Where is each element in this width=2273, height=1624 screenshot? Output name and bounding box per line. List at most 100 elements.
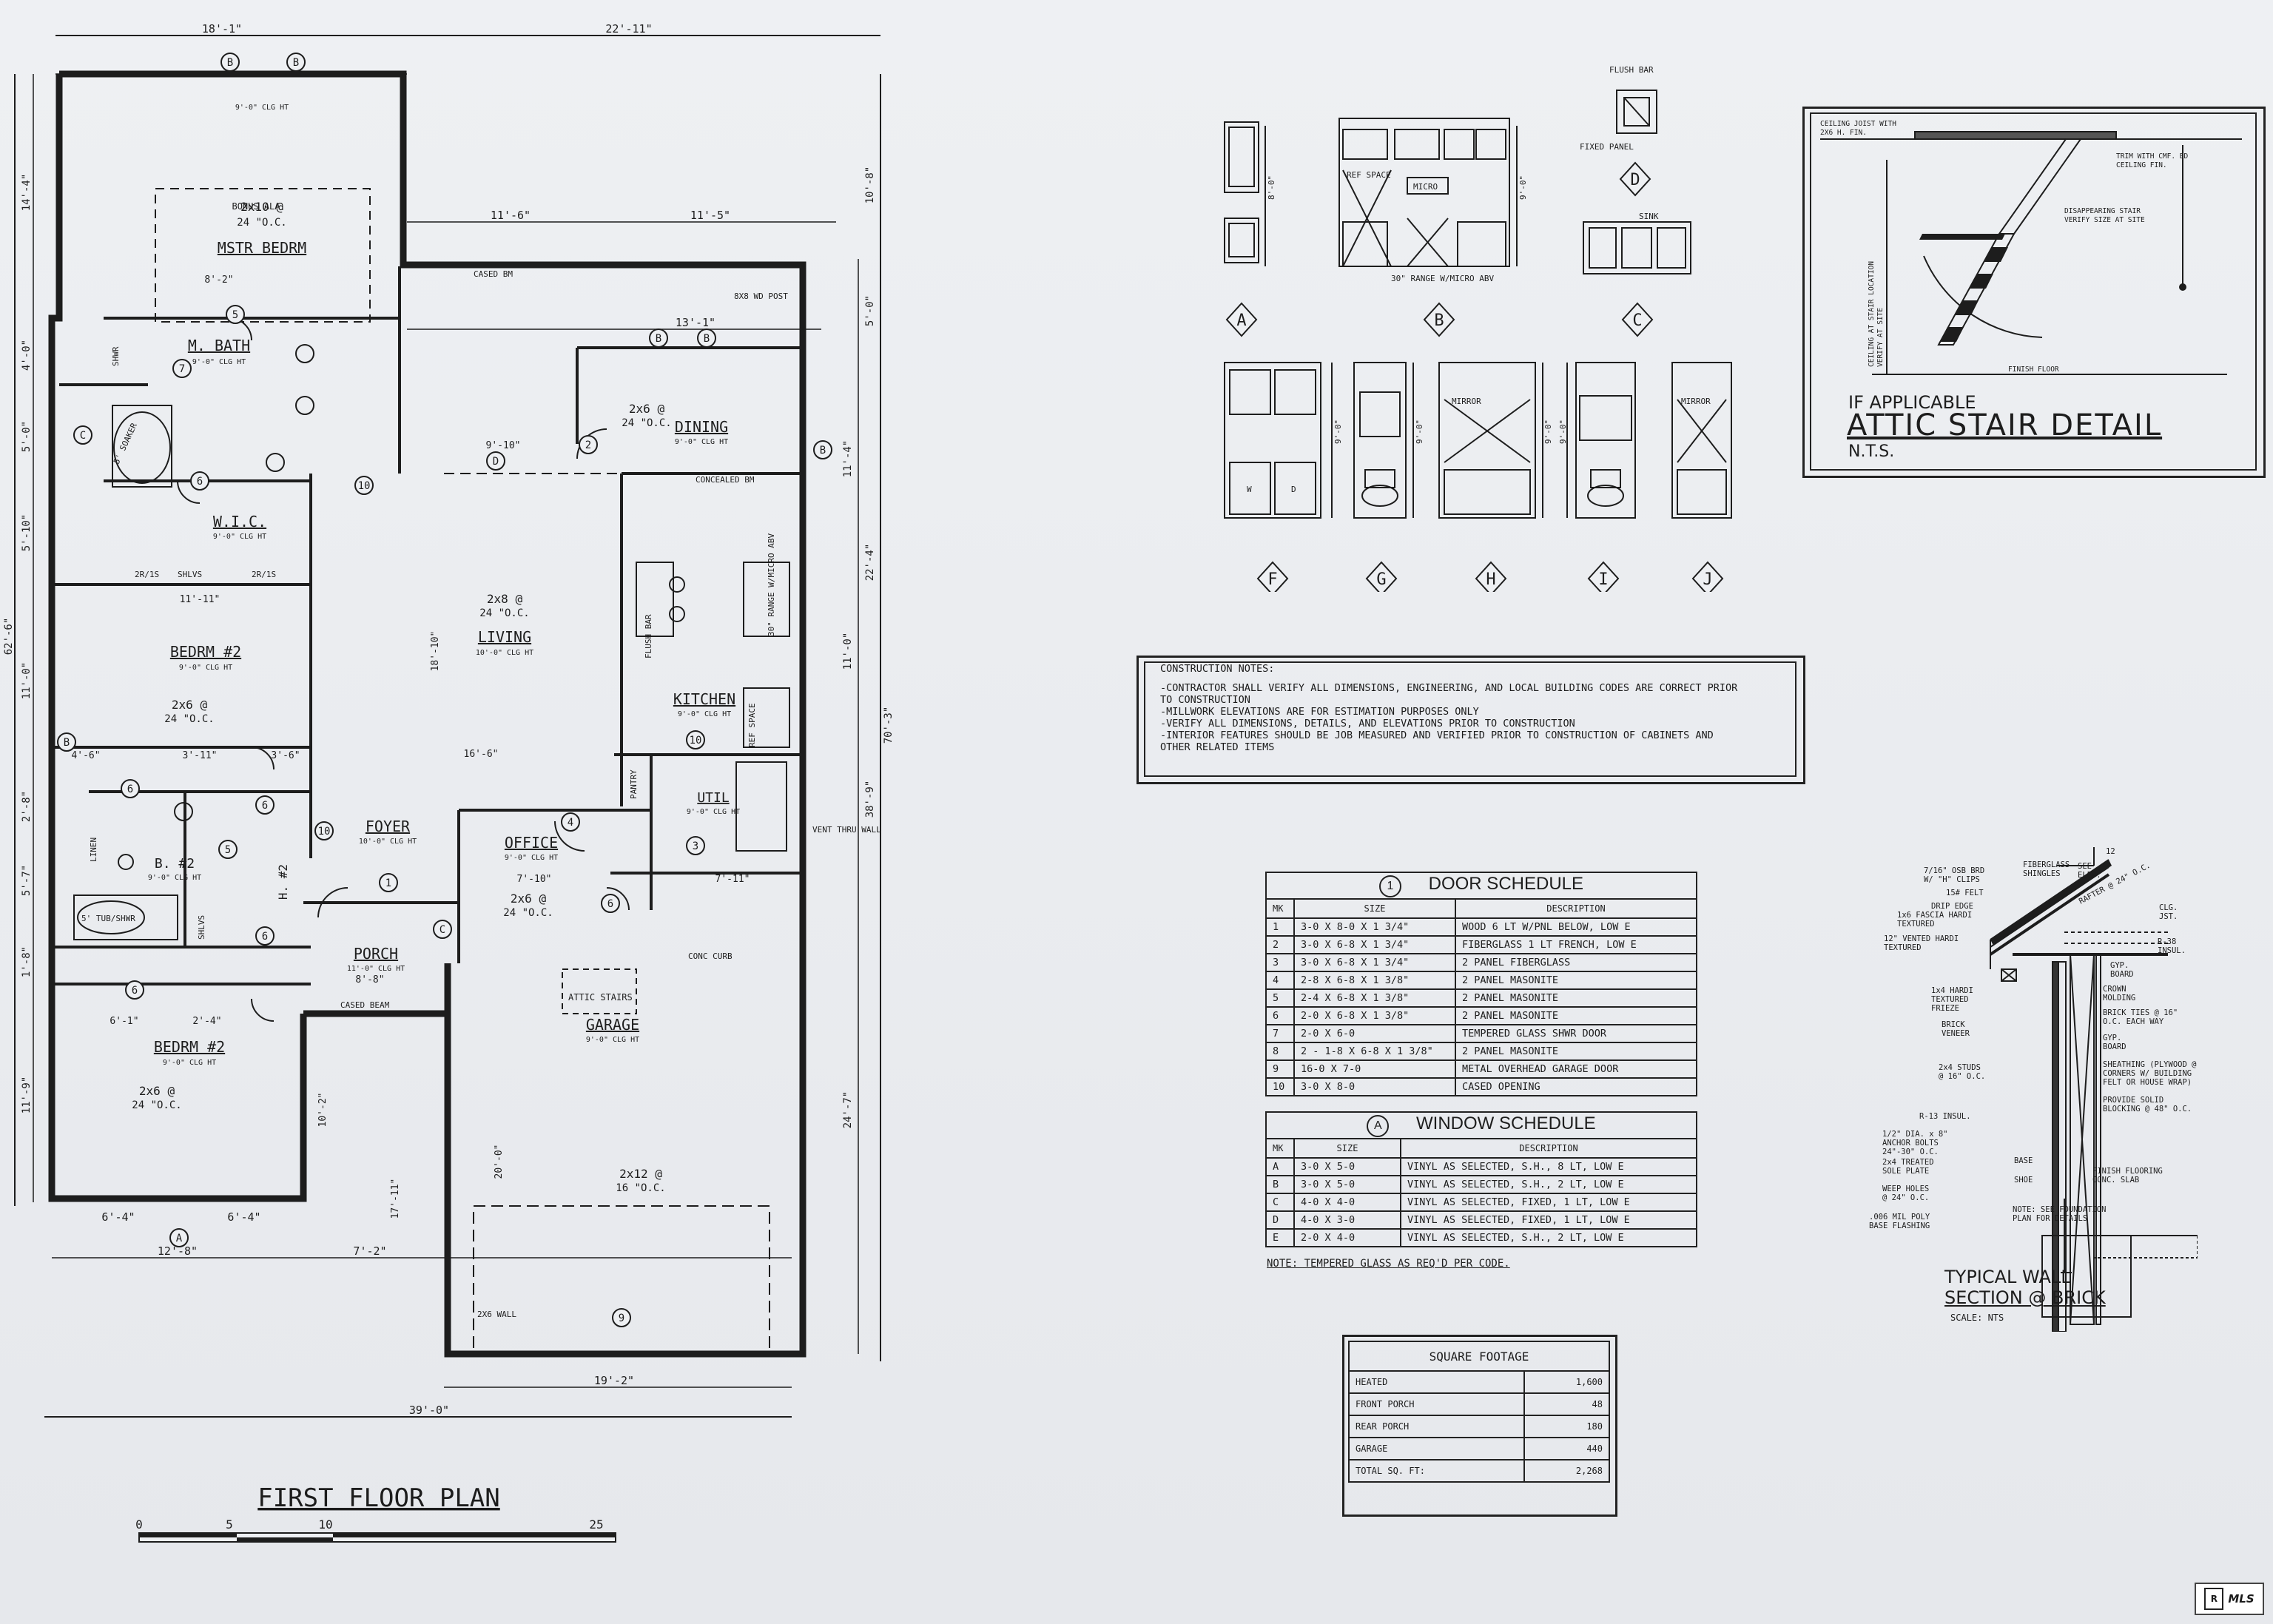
svg-text:A: A bbox=[176, 1233, 183, 1244]
door-schedule-cell: 2-4 X 6-8 X 1 3/8" bbox=[1293, 988, 1456, 1008]
door-schedule-cell: 5 bbox=[1265, 988, 1295, 1008]
door-schedule-tag: 1 bbox=[1378, 875, 1401, 897]
svg-text:10: 10 bbox=[690, 735, 702, 747]
svg-text:8'-0": 8'-0" bbox=[1267, 175, 1276, 200]
door-schedule-cell: 2-8 X 6-8 X 1 3/8" bbox=[1293, 971, 1456, 990]
svg-text:CEILING JOIST WITH: CEILING JOIST WITH bbox=[1820, 120, 1896, 128]
label-conc-curb: CONC CURB bbox=[688, 951, 733, 961]
label-attic-stairs: ATTIC STAIRS bbox=[568, 992, 633, 1003]
svg-text:CORNERS W/ BUILDING: CORNERS W/ BUILDING bbox=[2103, 1069, 2192, 1078]
window-schedule-cell: 4-0 X 4-0 bbox=[1293, 1193, 1401, 1212]
svg-text:12: 12 bbox=[2106, 847, 2115, 856]
label-soaker: 5' SOAKER bbox=[112, 421, 139, 465]
label-range: 30" RANGE W/MICRO ABV bbox=[767, 533, 776, 636]
dim-left-8: 1'-8" bbox=[21, 946, 33, 977]
note-line: -VERIFY ALL DIMENSIONS, DETAILS, AND ELE… bbox=[1160, 718, 1575, 730]
svg-text:9: 9 bbox=[619, 1313, 624, 1324]
util-ceiling: 9'-0" CLG HT bbox=[687, 808, 740, 816]
svg-text:6: 6 bbox=[127, 784, 133, 795]
room-label-kitchen: KITCHEN bbox=[673, 690, 735, 708]
dim-right-5: 11'-0" bbox=[842, 633, 854, 670]
dim-int-15: 6'-1" bbox=[110, 1016, 138, 1027]
room-label-util: UTIL bbox=[697, 790, 730, 806]
dim-int-7: 7'-10" bbox=[517, 874, 552, 885]
dim-int-11: 4'-6" bbox=[71, 750, 100, 761]
svg-text:B: B bbox=[656, 333, 661, 345]
door-schedule-title: DOOR SCHEDULE bbox=[1428, 874, 1584, 894]
svg-text:CEILING FIN.: CEILING FIN. bbox=[2116, 161, 2167, 169]
typical-wall-section: 12 7/16" OSB BRD W/ "H" CLIPS 15# FELT D… bbox=[1869, 847, 2198, 1332]
dim-int-6: 8'-2" bbox=[204, 274, 233, 286]
svg-text:9'-0": 9'-0" bbox=[1518, 175, 1528, 200]
note-line: -MILLWORK ELEVATIONS ARE FOR ESTIMATION … bbox=[1160, 706, 1479, 718]
room-label-mstr-bedrm: MSTR BEDRM bbox=[218, 239, 306, 257]
svg-text:9'-0": 9'-0" bbox=[1543, 420, 1553, 444]
dim-int-10: 11'-11" bbox=[180, 594, 220, 605]
svg-text:VERIFY SIZE AT SITE: VERIFY SIZE AT SITE bbox=[2064, 216, 2145, 224]
door-schedule-cell: 2 PANEL MASONITE bbox=[1455, 1006, 1697, 1025]
floor-plan-title: FIRST FLOOR PLAN bbox=[257, 1483, 500, 1513]
svg-text:R-38: R-38 bbox=[2158, 937, 2176, 946]
door-schedule-cell: 2 bbox=[1265, 935, 1295, 954]
window-schedule-cell: 3-0 X 5-0 bbox=[1293, 1157, 1401, 1176]
label-shelf-b: 2R/1S bbox=[252, 570, 276, 579]
window-schedule-cell: C bbox=[1265, 1193, 1295, 1212]
door-schedule-cell: 1 bbox=[1265, 917, 1295, 937]
room-label-b-2: B. #2 bbox=[155, 856, 195, 872]
svg-text:TEXTURED: TEXTURED bbox=[1884, 943, 1922, 952]
attic-nts: N.T.S. bbox=[1848, 442, 1895, 461]
svg-text:BASE FLASHING: BASE FLASHING bbox=[1869, 1222, 1930, 1230]
door-schedule-cell: 3-0 X 8-0 bbox=[1293, 1077, 1456, 1096]
label-cased-bm: CASED BM bbox=[474, 269, 513, 279]
dim-int-8: 7'-11" bbox=[715, 874, 750, 885]
svg-text:TRIM WITH CMF. BD: TRIM WITH CMF. BD bbox=[2116, 152, 2189, 161]
room-label-living: LIVING bbox=[478, 628, 531, 646]
door-schedule-cell: 2-0 X 6-8 X 1 3/8" bbox=[1293, 1006, 1456, 1025]
svg-text:B: B bbox=[704, 333, 710, 345]
attic-title: ATTIC STAIR DETAIL bbox=[1847, 408, 2163, 442]
svg-text:D: D bbox=[1291, 485, 1296, 494]
svg-text:24"-30" O.C.: 24"-30" O.C. bbox=[1882, 1148, 1939, 1156]
door-schedule-cell: 4 bbox=[1265, 971, 1295, 990]
wall-section-scale: SCALE: NTS bbox=[1950, 1313, 2004, 1323]
dim-bottom-6: 39'-0" bbox=[409, 1404, 449, 1417]
svg-text:D: D bbox=[493, 456, 499, 468]
svg-text:2X6 H. FIN.: 2X6 H. FIN. bbox=[1820, 129, 1867, 137]
sqft-cell: 2,268 bbox=[1523, 1459, 1610, 1483]
window-schedule-cell: 3-0 X 5-0 bbox=[1293, 1175, 1401, 1194]
label-flush-bar: FLUSH BAR bbox=[644, 614, 653, 658]
dining-joist-a: 2x6 @ bbox=[629, 402, 665, 416]
svg-text:SEE: SEE bbox=[2078, 862, 2092, 871]
dim-bottom-5: 19'-2" bbox=[594, 1374, 634, 1387]
svg-text:TEXTURED: TEXTURED bbox=[1931, 995, 1969, 1004]
svg-text:FINISH FLOOR: FINISH FLOOR bbox=[2008, 365, 2059, 374]
svg-text:BOARD: BOARD bbox=[2103, 1042, 2126, 1051]
sqft-row: TOTAL SQ. FT:2,268 bbox=[1347, 1459, 1610, 1483]
svg-text:7: 7 bbox=[179, 363, 185, 375]
dim-left-5: 11'-0" bbox=[21, 662, 33, 700]
svg-text:DRIP EDGE: DRIP EDGE bbox=[1931, 902, 1973, 911]
svg-text:6: 6 bbox=[132, 985, 138, 997]
svg-text:PROVIDE SOLID: PROVIDE SOLID bbox=[2103, 1096, 2163, 1105]
label-shower: SHWR bbox=[111, 346, 121, 366]
svg-text:6: 6 bbox=[607, 898, 613, 910]
svg-text:FELT OR HOUSE WRAP): FELT OR HOUSE WRAP) bbox=[2103, 1078, 2192, 1087]
svg-text:BRICK TIES @ 16": BRICK TIES @ 16" bbox=[2103, 1008, 2178, 1017]
sqft-title: SQUARE FOOTAGE bbox=[1348, 1341, 1610, 1372]
kitchen-ceiling: 9'-0" CLG HT bbox=[678, 710, 731, 718]
svg-text:12" VENTED HARDI: 12" VENTED HARDI bbox=[1884, 934, 1959, 943]
room-label-h-2: H. #2 bbox=[276, 864, 290, 900]
svg-text:R-13 INSUL.: R-13 INSUL. bbox=[1919, 1112, 1971, 1121]
door-schedule-cell: 2 PANEL MASONITE bbox=[1455, 988, 1697, 1008]
dim-int-14: 8'-8" bbox=[355, 974, 384, 985]
door-schedule-cell: 10 bbox=[1265, 1077, 1295, 1096]
room-label-bedrm-2: BEDRM #2 bbox=[170, 643, 241, 661]
label-shelf-a: 2R/1S bbox=[135, 570, 159, 579]
svg-text:JST.: JST. bbox=[2159, 912, 2178, 921]
door-schedule-cell: 3-0 X 8-0 X 1 3/4" bbox=[1293, 917, 1456, 937]
